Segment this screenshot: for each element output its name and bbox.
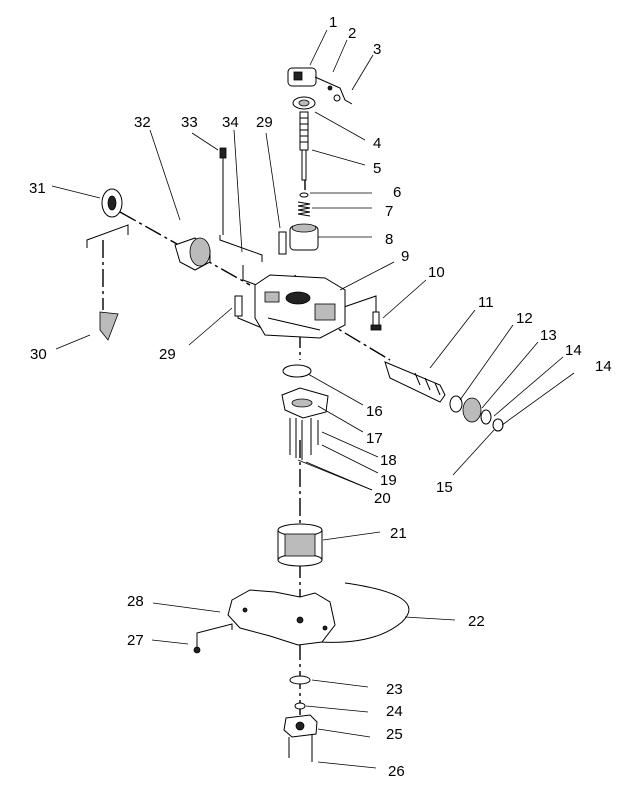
long-bolt: [219, 147, 227, 235]
callout-28: 28: [127, 593, 144, 610]
callout-1: 1: [329, 14, 337, 31]
callout-4: 4: [373, 135, 381, 152]
callout-32: 32: [134, 114, 151, 131]
callout-34: 34: [222, 114, 239, 131]
callout-24: 24: [386, 703, 403, 720]
callout-27: 27: [127, 632, 144, 649]
callout-18: 18: [380, 452, 397, 469]
callout-22: 22: [468, 613, 485, 630]
bottom-flange: [283, 714, 318, 738]
callout-25: 25: [386, 726, 403, 743]
callout-12: 12: [516, 310, 533, 327]
callout-30: 30: [30, 346, 47, 363]
pin-upper: [278, 231, 287, 255]
pulley: [101, 188, 123, 218]
callout-20: 20: [374, 490, 391, 507]
callout-13: 13: [540, 327, 557, 344]
motor: [174, 237, 211, 271]
callout-23: 23: [386, 681, 403, 698]
callout-11: 11: [478, 294, 494, 311]
callout-16: 16: [366, 403, 383, 420]
shaft: [299, 111, 309, 181]
callout-29a: 29: [256, 114, 273, 131]
drum: [277, 523, 323, 567]
pins: [289, 418, 319, 460]
bottom-screws: [288, 735, 313, 762]
o-ring-upper: [282, 364, 312, 378]
callout-19: 19: [380, 472, 397, 489]
callout-10: 10: [428, 264, 445, 281]
callout-labels: 1 2 3 4 5 6 7 8 9 10 11 12 13 14 14 15 1…: [29, 14, 612, 780]
pin-lower: [234, 295, 243, 317]
callout-6: 6: [393, 184, 401, 201]
washer-lower: [294, 702, 306, 710]
top-plate: [281, 387, 329, 419]
callout-7: 7: [385, 203, 393, 220]
callout-5: 5: [373, 160, 381, 177]
gear-assembly: [449, 395, 504, 432]
callout-33: 33: [181, 114, 198, 131]
o-ring-lower: [289, 675, 311, 685]
spring: [297, 192, 311, 217]
callout-15: 15: [436, 479, 453, 496]
spring-clip: [99, 311, 119, 341]
bearing: [292, 96, 316, 110]
screw: [193, 646, 201, 654]
callout-29b: 29: [159, 346, 176, 363]
callout-17: 17: [366, 430, 383, 447]
bolt: [370, 311, 382, 331]
callout-9: 9: [401, 248, 409, 265]
collar: [289, 223, 319, 251]
drive-shaft: [384, 361, 446, 403]
mounting-plate: [227, 589, 336, 646]
housing: [254, 274, 346, 339]
callout-31: 31: [29, 180, 46, 197]
callout-8: 8: [385, 231, 393, 248]
callout-14b: 14: [595, 358, 612, 375]
callout-2: 2: [348, 25, 356, 42]
leader-lines: [51, 29, 575, 769]
callout-26: 26: [388, 763, 405, 780]
gasket-outline: [319, 582, 410, 643]
callout-14a: 14: [565, 342, 582, 359]
shift-lever: [287, 67, 353, 105]
callout-3: 3: [373, 41, 381, 58]
callout-21: 21: [390, 525, 407, 542]
part-drawings: [99, 67, 504, 762]
